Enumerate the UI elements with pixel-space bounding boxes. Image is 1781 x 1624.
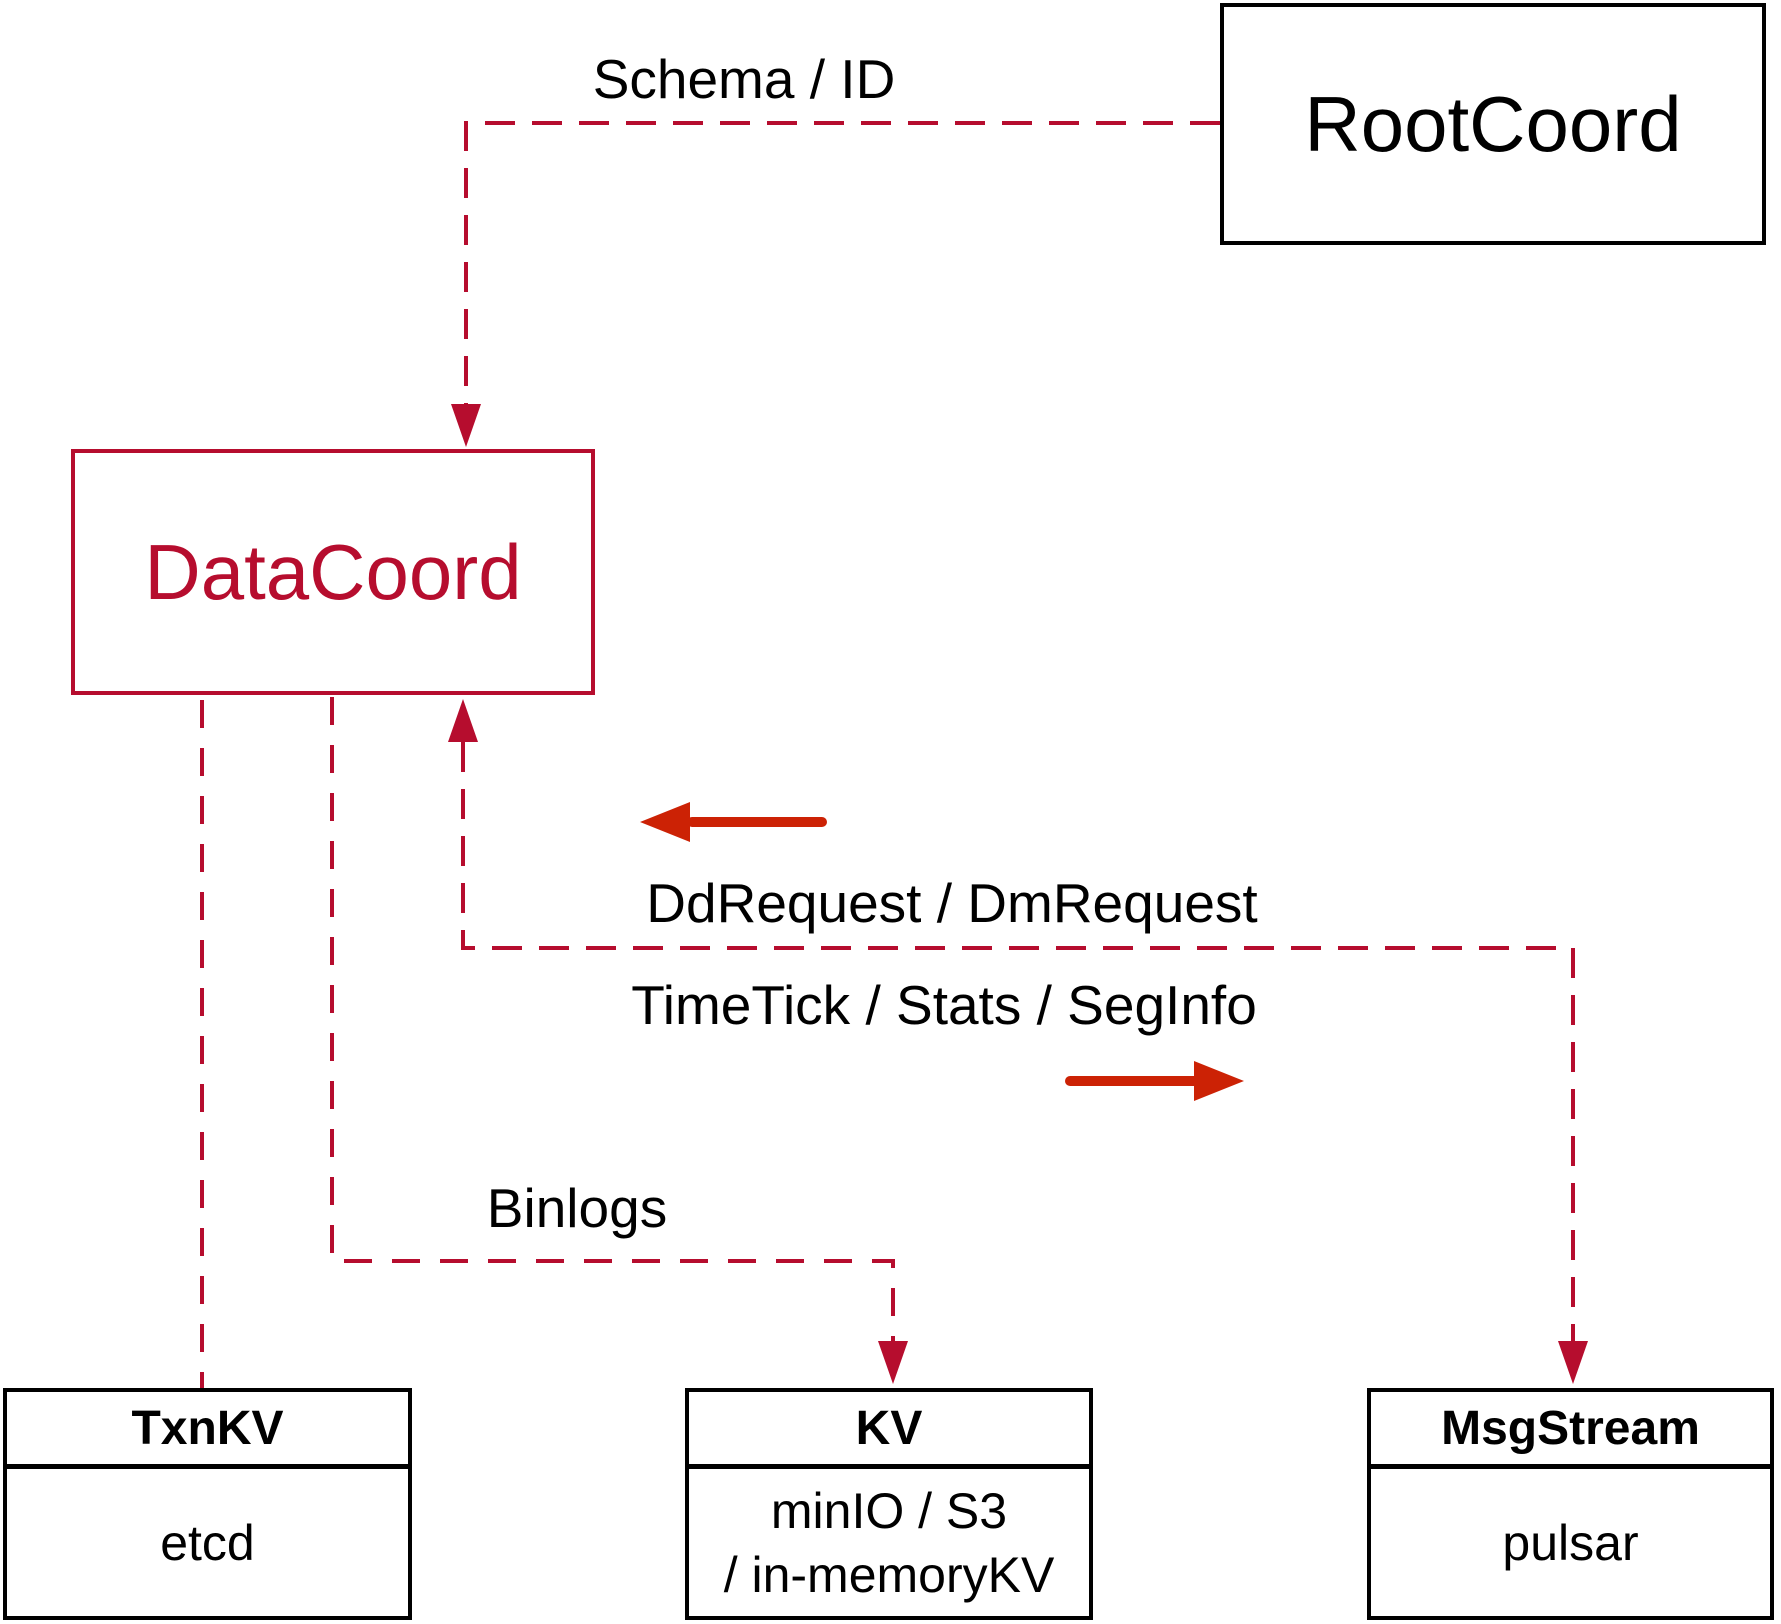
msgstream-title: MsgStream [1371,1392,1770,1469]
rootcoord-label: RootCoord [1304,79,1682,168]
kv-body-line1: minIO / S3 [770,1482,1008,1539]
msgstream-body: pulsar [1502,1514,1639,1571]
edge-msgstream-datacoord-line [461,742,1575,1341]
edge-label-schema-id: Schema / ID [592,48,896,110]
datacoord-label: DataCoord [144,527,522,616]
edge-schema-id-line [464,121,1220,404]
edge-label-ddrequest-dmrequest: DdRequest / DmRequest [646,872,1258,934]
right-arrow-head-icon [1194,1061,1244,1101]
datacoord-box: DataCoord [71,449,595,695]
txnkv-body: etcd [160,1514,255,1571]
kv-title: KV [689,1392,1089,1469]
rootcoord-box: RootCoord [1220,3,1766,245]
left-arrow-head-icon [640,802,690,842]
kv-box: KV minIO / S3 / in-memoryKV [685,1388,1093,1620]
edge-label-binlogs: Binlogs [486,1177,668,1239]
edge-schema-id-arrowhead-down-icon [451,404,481,447]
edge-kv-arrowhead-down-icon [878,1341,908,1384]
kv-body-line2: / in-memoryKV [723,1546,1055,1603]
msgstream-box: MsgStream pulsar [1367,1388,1774,1620]
edge-binlogs-line [330,697,895,1341]
edge-label-timetick-stats-seginfo: TimeTick / Stats / SegInfo [631,974,1257,1036]
txnkv-box: TxnKV etcd [3,1388,412,1620]
edge-datacoord-arrowhead-up-icon [448,699,478,742]
edge-msgstream-arrowhead-down-icon [1558,1341,1588,1384]
txnkv-title: TxnKV [7,1392,408,1469]
